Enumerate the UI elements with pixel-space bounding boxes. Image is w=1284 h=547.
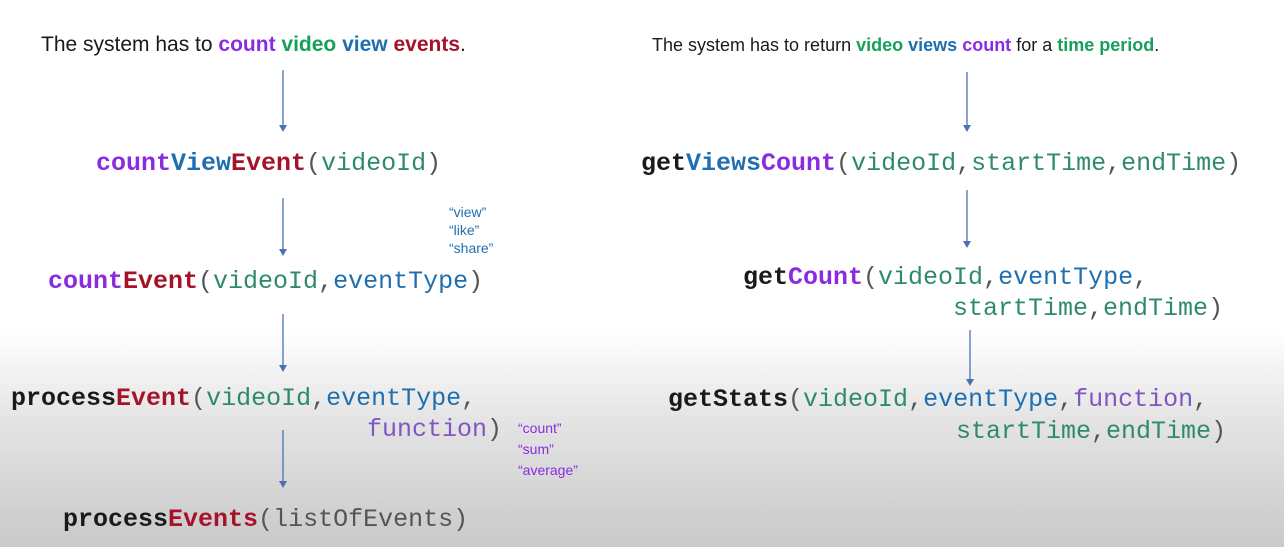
param-event-type: eventType: [333, 267, 469, 296]
fn-name-part: process: [63, 505, 169, 534]
event-type-value: “view”: [449, 204, 487, 220]
heading-text: The system has to return: [652, 35, 857, 55]
fn-name-part: View: [171, 149, 232, 178]
process-event-signature-line2: function): [367, 414, 502, 446]
param-event-type: eventType: [326, 384, 462, 413]
heading-period: .: [460, 33, 466, 56]
open-paren: (: [788, 385, 804, 414]
param-start-time: startTime: [971, 149, 1107, 178]
heading-keyword-count: count: [962, 35, 1012, 55]
param-video-id: videoId: [321, 149, 427, 178]
heading-period: .: [1154, 35, 1160, 55]
open-paren: (: [191, 384, 207, 413]
close-paren: ): [1211, 417, 1227, 446]
separator: ,: [1091, 417, 1107, 446]
heading-keyword-video: video: [856, 35, 904, 55]
heading-keyword-video: video: [281, 33, 337, 56]
open-paren: (: [258, 505, 274, 534]
fn-name-part: count: [96, 149, 172, 178]
separator: ,: [1058, 385, 1074, 414]
param-event-type: eventType: [998, 263, 1134, 292]
param-start-time: startTime: [953, 294, 1089, 323]
separator: ,: [1088, 294, 1104, 323]
close-paren: ): [468, 267, 484, 296]
param-start-time: startTime: [956, 417, 1092, 446]
param-list-of-events: listOfEvents: [273, 505, 454, 534]
heading-keyword-count: count: [218, 33, 276, 56]
param-function: function: [1073, 385, 1194, 414]
heading-keyword-views: views: [908, 35, 958, 55]
param-event-type: eventType: [923, 385, 1059, 414]
fn-name-part: Event: [231, 149, 307, 178]
function-value: “average”: [518, 462, 578, 478]
fn-name-part: get: [641, 149, 687, 178]
function-value: “sum”: [518, 441, 554, 457]
close-paren: ): [453, 505, 469, 534]
heading-keyword-events: events: [393, 33, 461, 56]
param-video-id: videoId: [213, 267, 319, 296]
get-count-signature-line2: startTime,endTime): [953, 293, 1223, 325]
open-paren: (: [863, 263, 879, 292]
fn-name-part: Event: [123, 267, 199, 296]
left-requirement-heading: The system has to count video view event…: [41, 33, 466, 57]
fn-name-part: Count: [788, 263, 864, 292]
open-paren: (: [198, 267, 214, 296]
separator: ,: [1193, 385, 1209, 414]
fn-name-part: Events: [168, 505, 259, 534]
fn-name-part: Event: [116, 384, 192, 413]
param-video-id: videoId: [206, 384, 312, 413]
close-paren: ): [1208, 294, 1224, 323]
fn-name-part: getStats: [668, 385, 789, 414]
close-paren: ): [1226, 149, 1242, 178]
close-paren: ): [487, 415, 503, 444]
fn-name-part: Views: [686, 149, 762, 178]
heading-keyword-time-period: time period: [1057, 35, 1155, 55]
param-video-id: videoId: [851, 149, 957, 178]
param-function: function: [367, 415, 488, 444]
close-paren: ): [426, 149, 442, 178]
param-end-time: endTime: [1106, 417, 1212, 446]
separator: ,: [311, 384, 327, 413]
count-event-signature: countEvent(videoId,eventType): [48, 266, 483, 298]
get-views-count-signature: getViewsCount(videoId,startTime,endTime): [641, 148, 1241, 180]
separator: ,: [318, 267, 334, 296]
count-view-event-signature: countViewEvent(videoId): [96, 148, 441, 180]
param-video-id: videoId: [878, 263, 984, 292]
heading-text-middle: for a: [1011, 35, 1058, 55]
separator: ,: [1133, 263, 1149, 292]
get-stats-signature-line2: startTime,endTime): [956, 416, 1226, 448]
separator: ,: [1106, 149, 1122, 178]
param-video-id: videoId: [803, 385, 909, 414]
fn-name-part: process: [11, 384, 117, 413]
separator: ,: [461, 384, 477, 413]
param-end-time: endTime: [1121, 149, 1227, 178]
separator: ,: [908, 385, 924, 414]
process-event-signature: processEvent(videoId,eventType,: [11, 383, 476, 415]
fn-name-part: count: [48, 267, 124, 296]
heading-text: The system has to: [41, 33, 219, 56]
right-requirement-heading: The system has to return video views cou…: [652, 35, 1159, 56]
event-type-value: “like”: [449, 222, 480, 238]
open-paren: (: [306, 149, 322, 178]
separator: ,: [956, 149, 972, 178]
separator: ,: [983, 263, 999, 292]
process-events-signature: processEvents(listOfEvents): [63, 504, 468, 536]
get-count-signature: getCount(videoId,eventType,: [743, 262, 1148, 294]
event-type-value: “share”: [449, 240, 494, 256]
fn-name-part: get: [743, 263, 789, 292]
get-stats-signature: getStats(videoId,eventType,function,: [668, 384, 1208, 416]
param-end-time: endTime: [1103, 294, 1209, 323]
fn-name-part: Count: [761, 149, 837, 178]
function-value: “count”: [518, 420, 562, 436]
open-paren: (: [836, 149, 852, 178]
heading-keyword-view: view: [342, 33, 388, 56]
